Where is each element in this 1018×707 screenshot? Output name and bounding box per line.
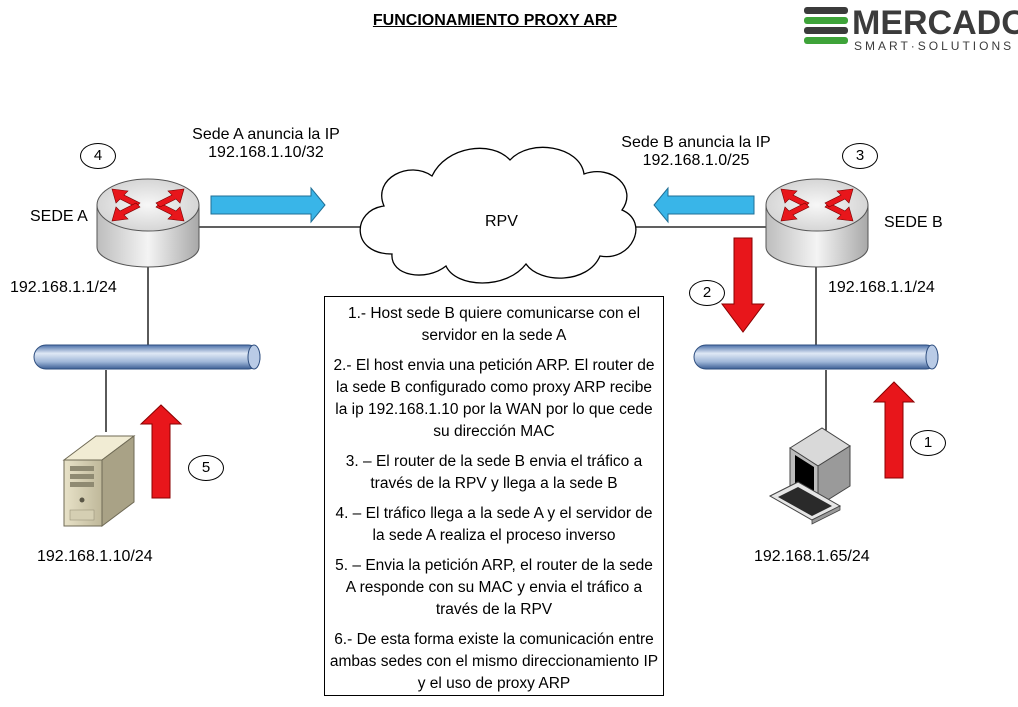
step-text-2: 2.- El host envia una petición ARP. El r… [333,357,655,440]
site-b-announce: Sede B anuncia la IP 192.168.1.0/25 [621,134,771,169]
host-ip: 192.168.1.65/24 [754,548,870,565]
router-b-icon [765,178,869,268]
host-pc-icon [768,427,851,525]
flow-arrow-host-up [872,381,916,479]
step-badge-3: 3 [842,143,878,169]
lan-bus-b [693,344,939,370]
steps-box: 1.- Host sede B quiere comunicarse con e… [324,296,664,696]
server-icon [62,435,136,527]
cloud-label: RPV [485,213,518,230]
mercadoit-logo: MERCADOIT SMART·SOLUTIONS [804,4,1018,54]
step-badge-4: 4 [80,143,116,169]
step-badge-1: 1 [910,430,946,456]
flow-arrow-router-b-down [721,237,765,333]
site-b-label: SEDE B [884,214,943,231]
step-badge-2: 2 [689,280,725,306]
router-a-ip: 192.168.1.1/24 [10,279,117,296]
server-ip: 192.168.1.10/24 [37,548,153,565]
rpv-cloud [359,146,637,284]
lan-bus-a [33,344,261,370]
announce-arrow-b [653,186,755,224]
router-b-ip: 192.168.1.1/24 [828,279,935,296]
page-title: FUNCIONAMIENTO PROXY ARP [372,12,618,29]
logo-bars-icon [804,7,848,44]
site-a-announce: Sede A anuncia la IP 192.168.1.10/32 [192,126,340,161]
logo-tagline: SMART·SOLUTIONS [854,39,1015,53]
announce-arrow-a [210,186,326,224]
step-text-5: 5. – Envia la petición ARP, el router de… [335,557,653,618]
step-text-1: 1.- Host sede B quiere comunicarse con e… [347,305,641,344]
flow-arrow-server-up [139,404,183,499]
logo-brand: MERCADOIT [852,4,1018,42]
step-text-6: 6.- De esta forma existe la comunicación… [329,631,659,692]
step-text-3: 3. – El router de la sede B envia el trá… [345,453,643,492]
router-a-icon [96,178,200,268]
step-text-4: 4. – El tráfico llega a la sede A y el s… [335,505,653,544]
site-a-label: SEDE A [30,208,88,225]
step-badge-5: 5 [188,455,224,481]
